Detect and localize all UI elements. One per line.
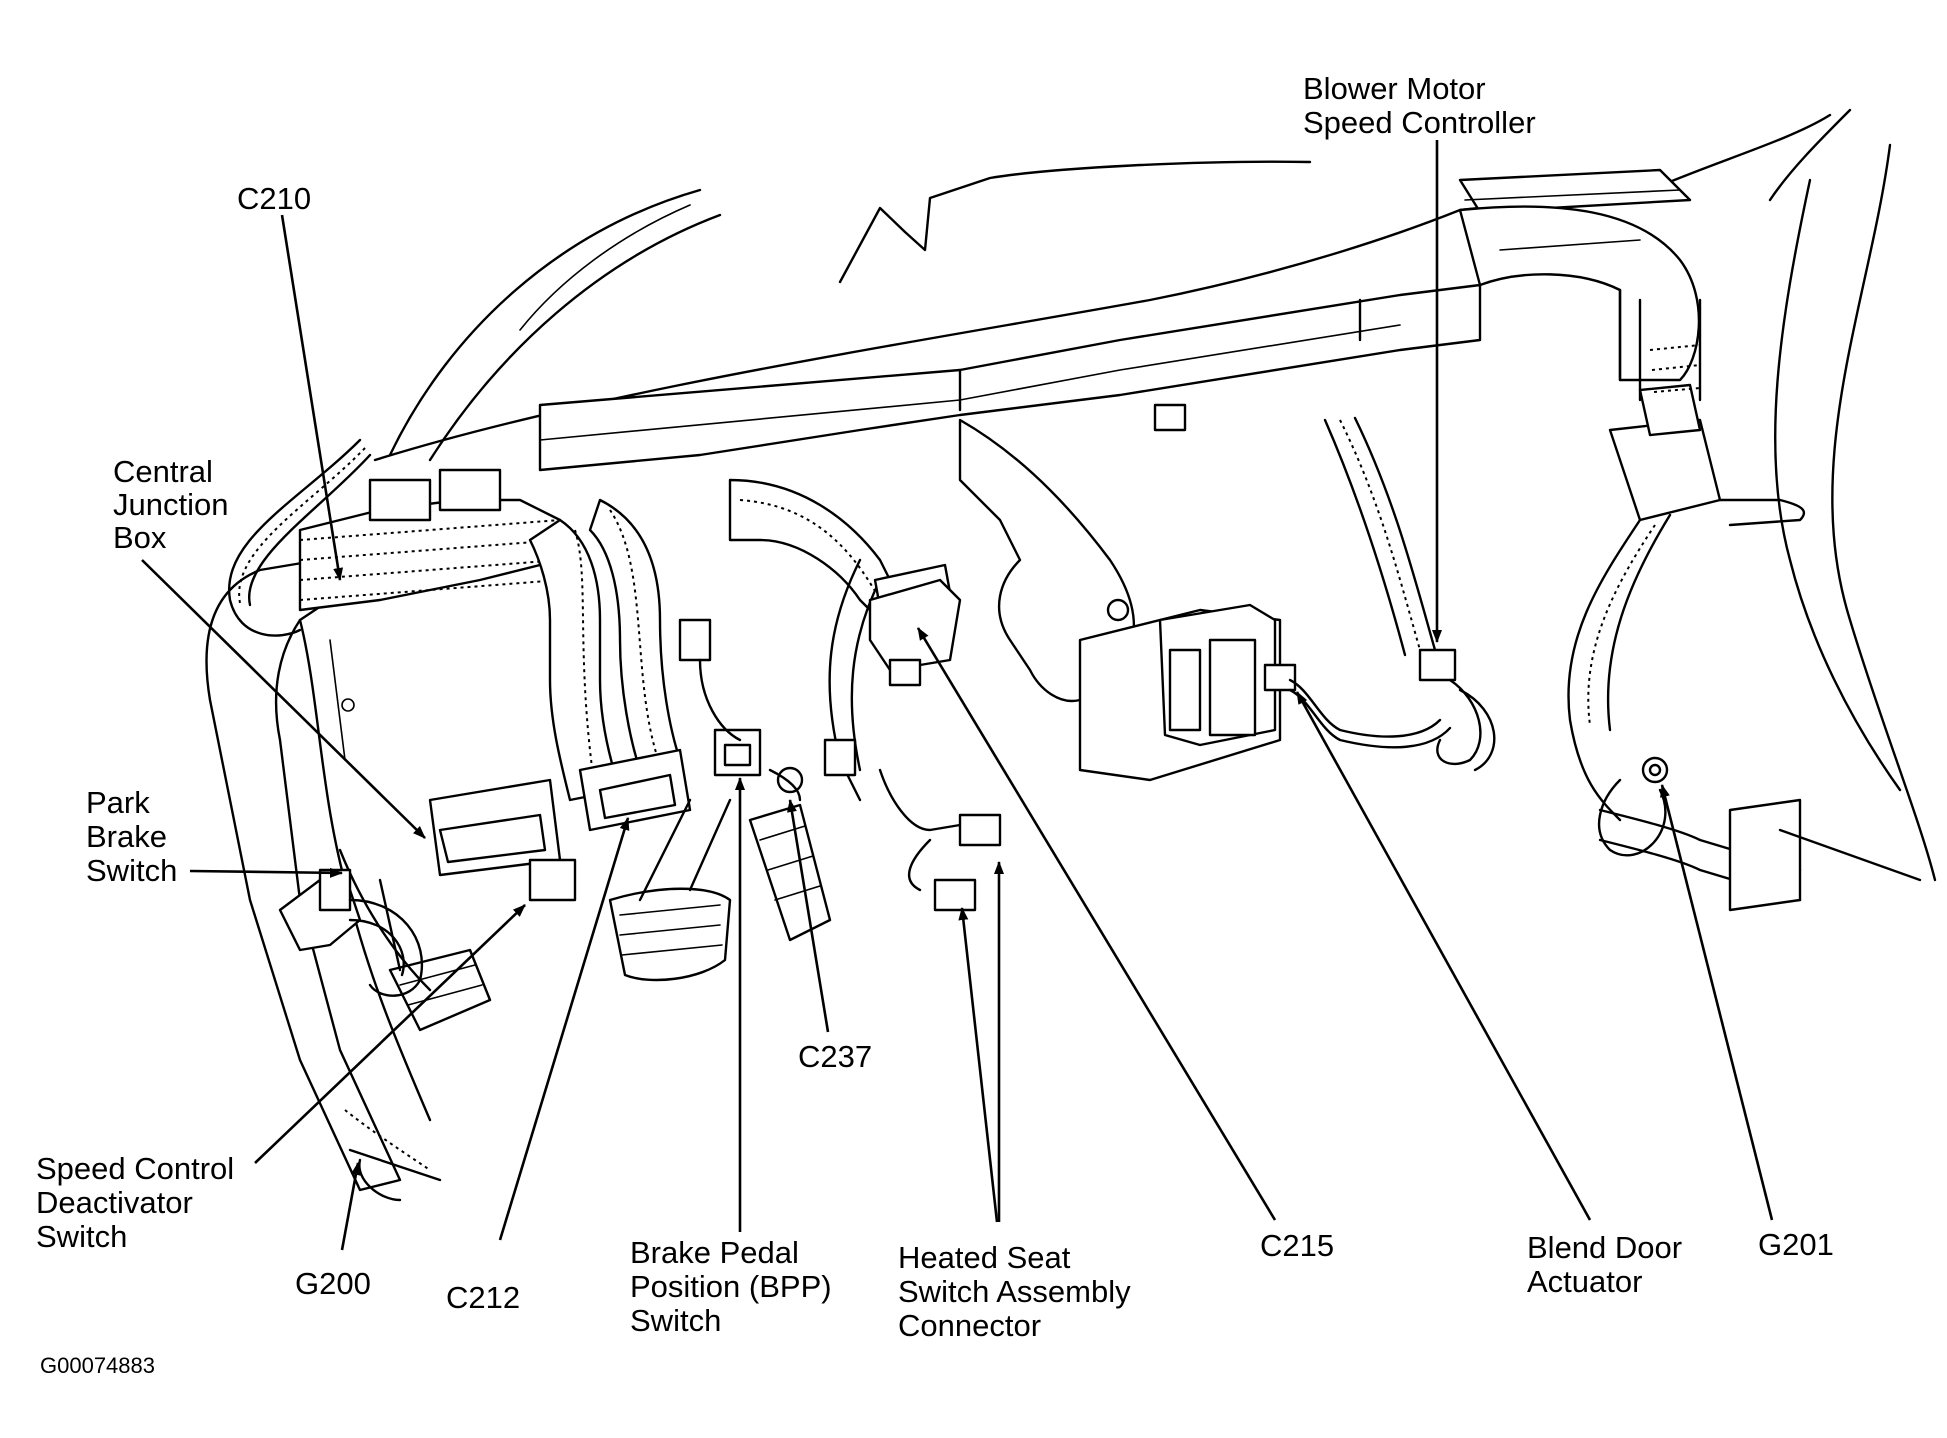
callout-labels: Blower Motor Speed Controller C210 Centr…	[36, 71, 1834, 1378]
label-blend-door-actuator: Blend Door Actuator	[1527, 1230, 1691, 1299]
label-central-junction-box: Central Junction Box	[113, 454, 237, 555]
dashboard-line-art	[205, 108, 1937, 1202]
leader-c215	[916, 627, 1277, 1221]
label-park-brake-switch: Park Brake Switch	[86, 785, 177, 888]
figure-id: G00074883	[40, 1353, 155, 1378]
leader-central-junction-box	[141, 559, 426, 839]
leader-blend-door	[1295, 691, 1592, 1221]
leader-speed-control-switch	[254, 904, 526, 1164]
label-bpp-switch: Brake Pedal Position (BPP) Switch	[630, 1235, 840, 1338]
label-speed-control-switch: Speed Control Deactivator Switch	[36, 1151, 243, 1254]
label-g200: G200	[295, 1266, 371, 1301]
leader-g200	[340, 1162, 361, 1251]
leader-c210	[280, 214, 344, 581]
label-c210: C210	[237, 181, 311, 216]
label-c237: C237	[798, 1039, 872, 1074]
label-c212: C212	[446, 1280, 520, 1315]
label-c215: C215	[1260, 1228, 1334, 1263]
leader-c212	[498, 817, 630, 1241]
leader-g201	[1660, 784, 1774, 1221]
leader-heated-seat-1	[958, 907, 999, 1223]
callout-leaders	[141, 140, 1774, 1251]
label-blower-motor: Blower Motor Speed Controller	[1303, 71, 1536, 140]
label-g201: G201	[1758, 1227, 1834, 1262]
label-heated-seat-connector: Heated Seat Switch Assembly Connector	[898, 1240, 1139, 1343]
leader-c237	[787, 799, 830, 1033]
leader-park-brake-switch	[189, 867, 343, 878]
